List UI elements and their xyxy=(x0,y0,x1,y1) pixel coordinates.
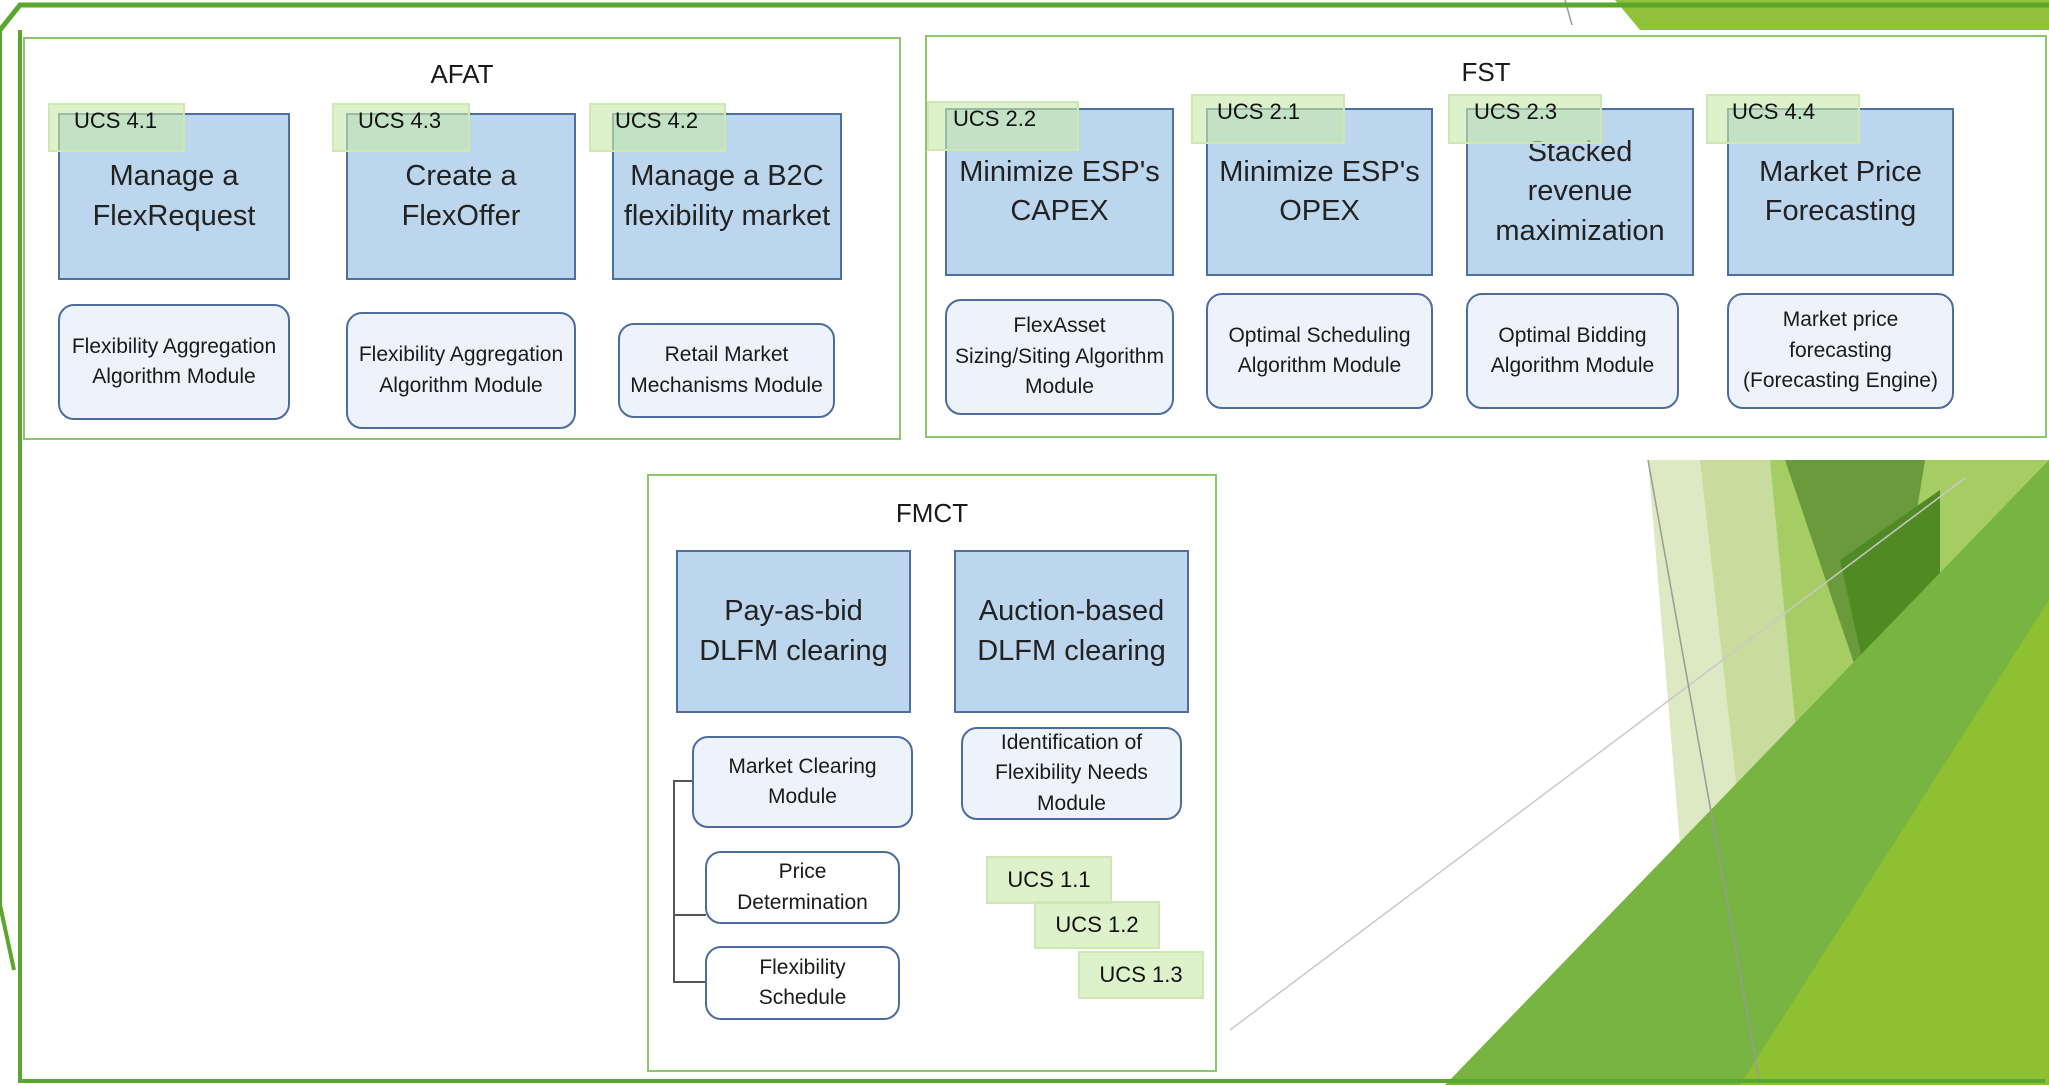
module-flexibility-schedule: Flexibility Schedule xyxy=(705,946,900,1020)
fmct-title: FMCT xyxy=(895,498,969,528)
module-market-clearing: Market Clearing Module xyxy=(692,736,913,828)
tag-ucs-4-4: UCS 4.4 xyxy=(1706,94,1860,144)
tag-ucs-4-1: UCS 4.1 xyxy=(48,103,185,152)
tag-ucs-2-2: UCS 2.2 xyxy=(927,101,1079,151)
module-flex-aggregation-1: Flexibility Aggregation Algorithm Module xyxy=(58,304,290,420)
tag-ucs-1-1: UCS 1.1 xyxy=(986,856,1112,904)
tag-ucs-2-3: UCS 2.3 xyxy=(1448,94,1602,144)
decor-line-1 xyxy=(1229,477,1966,1031)
slide-frame-left xyxy=(0,30,16,971)
module-retail-market-mechanisms: Retail Market Mechanisms Module xyxy=(618,323,835,418)
slide-frame-top xyxy=(0,2,2049,32)
tag-ucs-4-2: UCS 4.2 xyxy=(589,103,726,152)
module-identification-flexibility-needs: Identification of Flexibility Needs Modu… xyxy=(961,727,1182,820)
tag-ucs-2-1: UCS 2.1 xyxy=(1191,94,1345,144)
afat-title: AFAT xyxy=(430,59,494,89)
module-connector xyxy=(673,780,706,983)
slide-frame xyxy=(18,30,2045,1083)
decor-shape-bright xyxy=(1740,600,2049,1085)
use-case-auction-based-clearing: Auction-based DLFM clearing xyxy=(954,550,1189,713)
tag-ucs-4-3: UCS 4.3 xyxy=(332,103,470,152)
module-forecasting-engine: Market price forecasting (Forecasting En… xyxy=(1727,293,1954,409)
use-case-pay-as-bid-clearing: Pay-as-bid DLFM clearing xyxy=(676,550,911,713)
decor-line-2 xyxy=(1647,459,1761,1085)
fst-title: FST xyxy=(1461,57,1511,87)
module-price-determination: Price Determination xyxy=(705,851,900,924)
module-flex-aggregation-2: Flexibility Aggregation Algorithm Module xyxy=(346,312,576,429)
module-flexasset-sizing-siting: FlexAsset Sizing/Siting Algorithm Module xyxy=(945,299,1174,415)
module-optimal-scheduling: Optimal Scheduling Algorithm Module xyxy=(1206,293,1433,409)
module-optimal-bidding: Optimal Bidding Algorithm Module xyxy=(1466,293,1679,409)
tag-ucs-1-2: UCS 1.2 xyxy=(1034,901,1160,949)
tag-ucs-1-3: UCS 1.3 xyxy=(1078,951,1204,999)
use-case-create-flexoffer: Create a FlexOffer xyxy=(346,113,576,280)
